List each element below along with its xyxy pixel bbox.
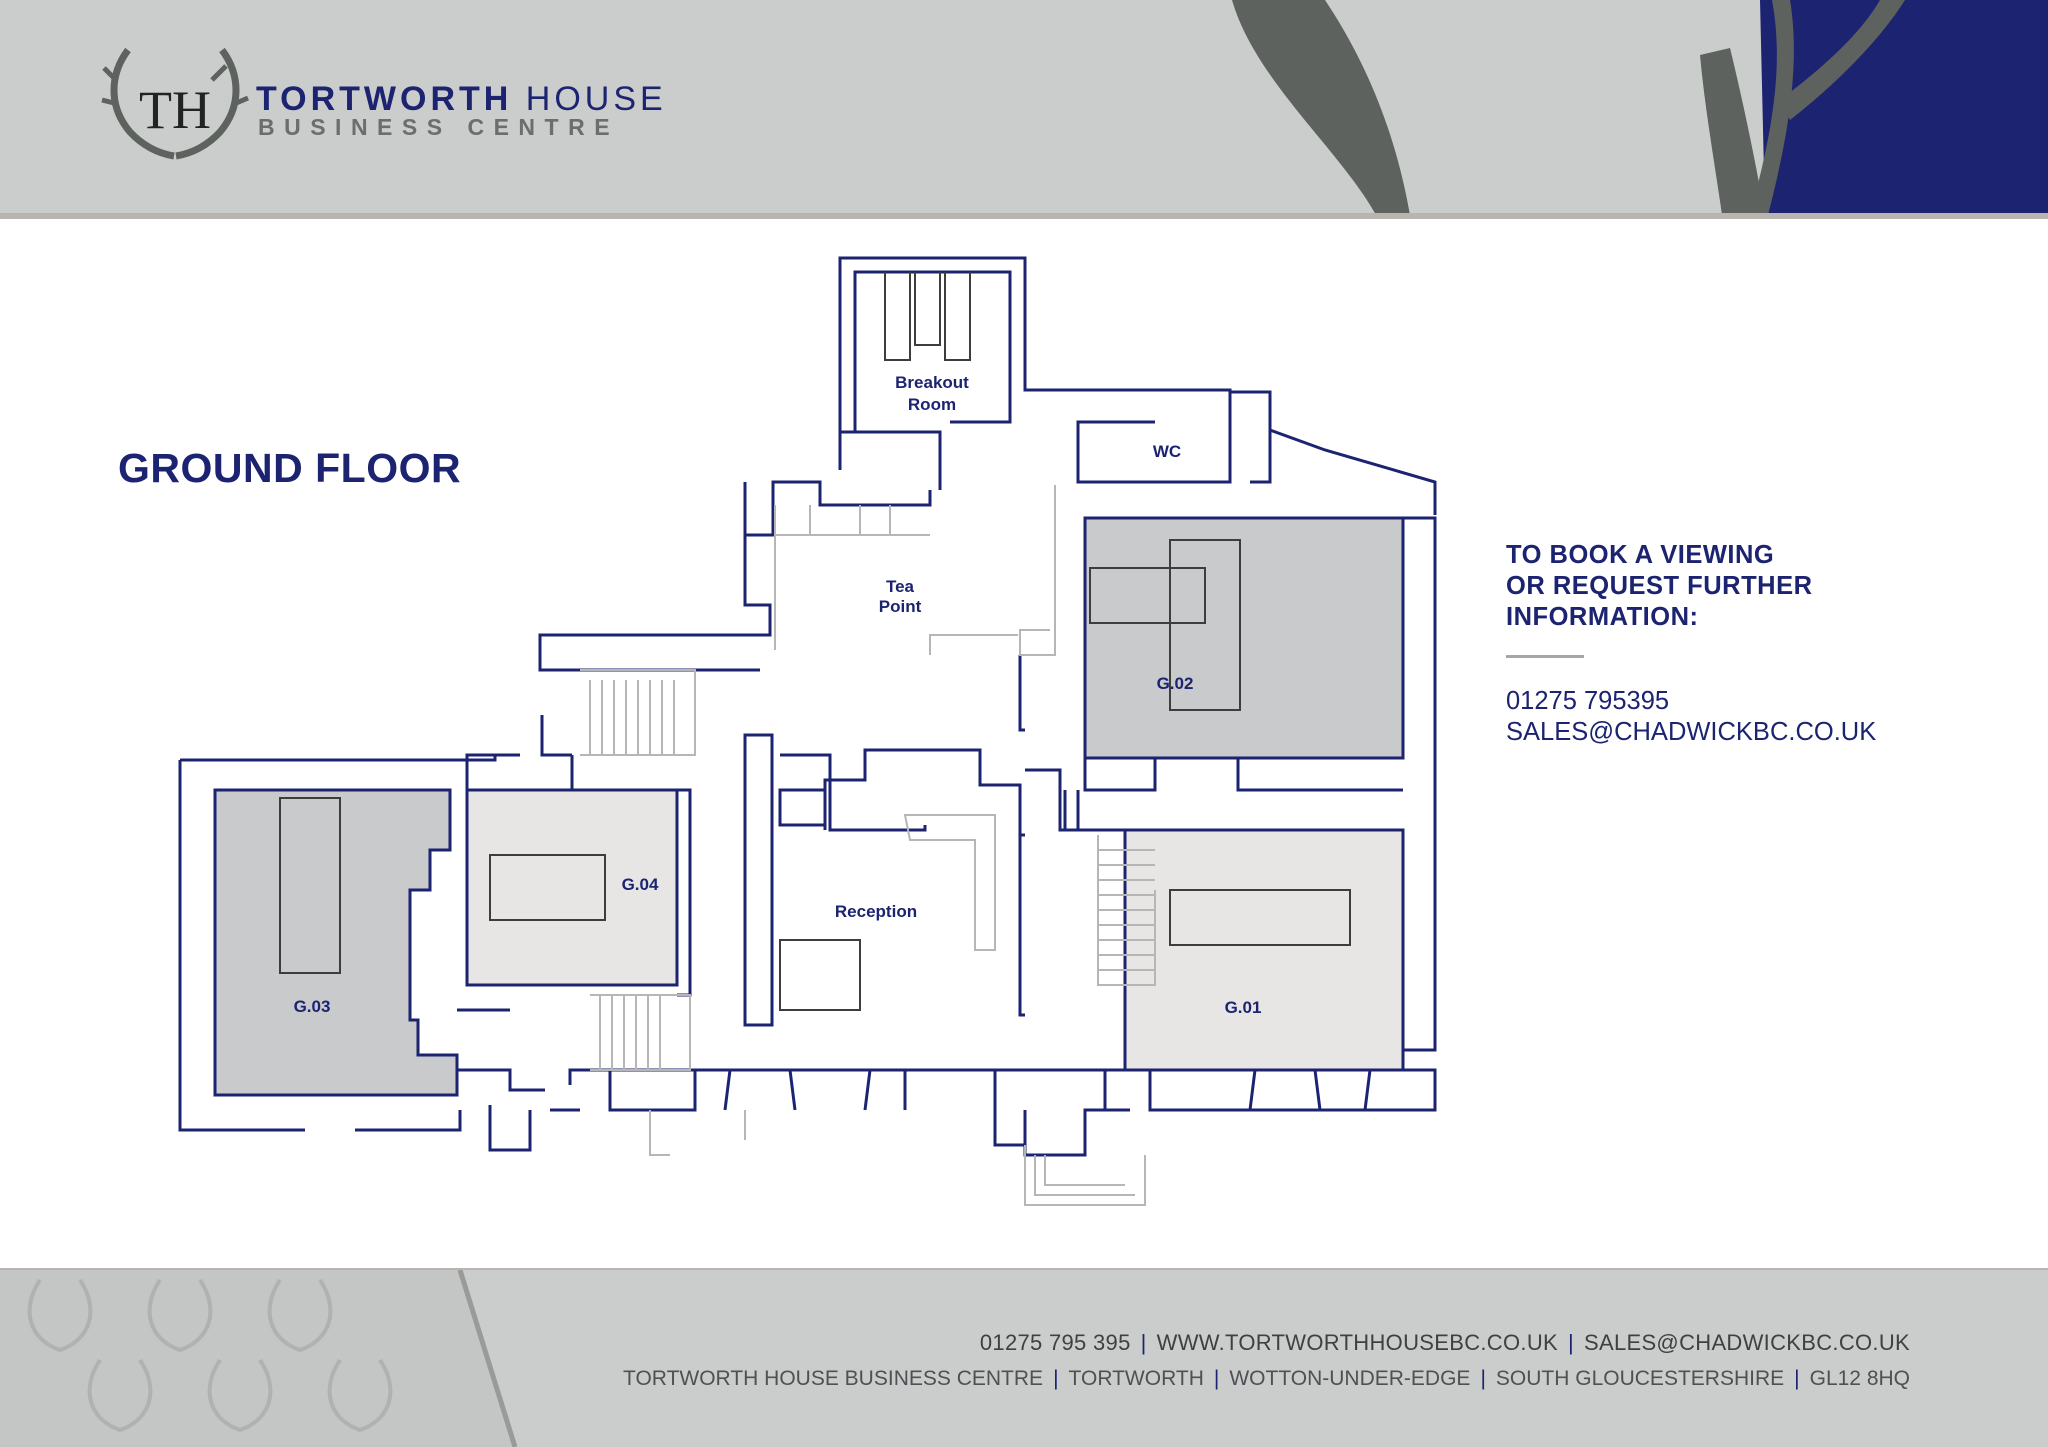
antler-right-icon <box>1700 48 1765 215</box>
g02-desks-right <box>1169 539 1241 711</box>
room-g04 <box>465 788 679 987</box>
contact-divider <box>1506 655 1584 658</box>
label-g02: G.02 <box>1157 674 1194 693</box>
contact-phone[interactable]: 01275 795395 <box>1506 687 1670 715</box>
contact-panel: TO BOOK A VIEWING OR REQUEST FURTHER INF… <box>1506 540 1966 748</box>
contact-heading-2: OR REQUEST FURTHER <box>1506 572 1813 600</box>
footer-banner <box>0 1270 2048 1447</box>
label-tea-line1: Tea <box>886 577 915 596</box>
kitchen-units <box>774 505 930 650</box>
label-reception: Reception <box>835 902 917 921</box>
header-banner: TH TORTWORTH HOUSE BUSINESS CENTRE <box>0 0 2048 215</box>
wall-wc <box>1076 388 1232 484</box>
label-g01: G.01 <box>1225 998 1262 1017</box>
breakout-seating <box>884 272 971 361</box>
wall-breakout <box>838 256 1100 470</box>
footer-website[interactable]: WWW.TORTWORTHHOUSEBC.CO.UK <box>1156 1330 1558 1355</box>
footer-email[interactable]: SALES@CHADWICKBC.CO.UK <box>1584 1330 1910 1355</box>
label-tea-line2: Point <box>879 597 922 616</box>
footer-address-line: TORTWORTH HOUSE BUSINESS CENTRE|TORTWORT… <box>623 1367 1910 1390</box>
footer-phone[interactable]: 01275 795 395 <box>979 1330 1131 1355</box>
room-g01 <box>1123 828 1405 1072</box>
brand-logo[interactable]: TH TORTWORTH HOUSE BUSINESS CENTRE <box>100 44 663 174</box>
g04-table <box>489 854 606 921</box>
antler-pattern-icon <box>27 1278 393 1433</box>
stairs-middle <box>1097 835 1156 986</box>
g01-desks <box>1169 889 1351 946</box>
navy-corner <box>1760 0 2048 215</box>
contact-email[interactable]: SALES@CHADWICKBC.CO.UK <box>1506 718 1877 746</box>
label-breakout-line1: Breakout <box>895 373 969 392</box>
reception-desk <box>903 814 996 951</box>
room-g02 <box>1083 516 1405 760</box>
antler-logo-icon: TH <box>101 47 249 160</box>
header-divider <box>0 213 2048 219</box>
antler-left-icon <box>1232 0 1410 215</box>
label-g03: G.03 <box>294 997 331 1016</box>
antler-decoration <box>1232 0 2048 215</box>
front-steps <box>1024 1145 1146 1206</box>
label-breakout-line2: Room <box>908 395 956 414</box>
g03-desks <box>279 797 341 974</box>
footer-pattern <box>0 1270 518 1447</box>
reception-counter <box>779 939 861 1011</box>
label-g04: G.04 <box>622 875 659 894</box>
floor-plan: Breakout Room WC Tea Point G.02 G.04 G.0… <box>178 256 1437 1206</box>
svg-text:TH: TH <box>139 80 211 140</box>
tea-counter <box>929 485 1056 656</box>
label-wc: WC <box>1153 442 1181 461</box>
g02-desks-left <box>1089 567 1206 624</box>
contact-heading-1: TO BOOK A VIEWING <box>1506 541 1775 569</box>
floor-title: GROUND FLOOR <box>118 445 462 491</box>
brand-subtitle: BUSINESS CENTRE <box>258 114 620 140</box>
room-g03 <box>213 788 459 1097</box>
brand-name: TORTWORTH HOUSE <box>256 80 667 118</box>
contact-heading-3: INFORMATION: <box>1506 603 1699 631</box>
stairs-lower <box>590 994 691 1071</box>
footer-contact-line: 01275 795 395|WWW.TORTWORTHHOUSEBC.CO.UK… <box>979 1330 1910 1355</box>
